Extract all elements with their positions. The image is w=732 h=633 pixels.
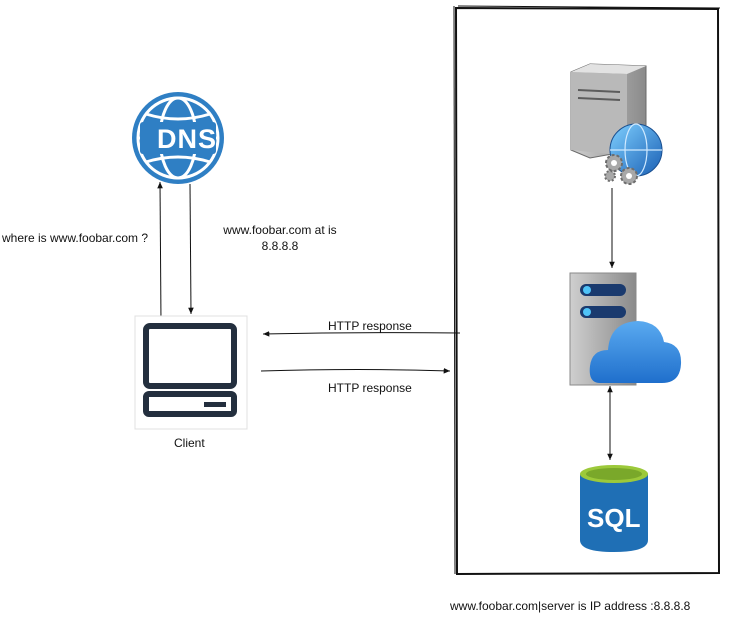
dns-answer-label-line1: www.foobar.com at is xyxy=(223,223,337,237)
client-computer-icon xyxy=(134,315,248,430)
dns-answer-label-line2: 8.8.8.8 xyxy=(261,239,299,253)
http-response-label-bottom: HTTP response xyxy=(328,381,412,395)
http-response-label-top: HTTP response xyxy=(328,319,412,333)
footer-server-ip-label: www.foobar.com|server is IP address :8.8… xyxy=(450,599,691,613)
dns-answer-arrow xyxy=(188,183,194,315)
client-label: Client xyxy=(174,436,205,450)
sql-icon-text: SQL xyxy=(587,503,641,533)
http-response-arrow-to-client xyxy=(262,331,461,337)
server-boundary-box xyxy=(453,5,721,576)
dns-globe-icon xyxy=(132,92,224,184)
dns-query-arrow xyxy=(157,181,163,324)
dns-query-label: where is www.foobar.com ? xyxy=(2,231,149,245)
sql-database-icon xyxy=(580,465,648,552)
web-server-icon xyxy=(570,63,663,185)
http-request-arrow-to-server xyxy=(260,367,451,374)
dns-icon-text: DNS xyxy=(157,124,218,154)
app-server-cloud-icon xyxy=(569,272,682,386)
